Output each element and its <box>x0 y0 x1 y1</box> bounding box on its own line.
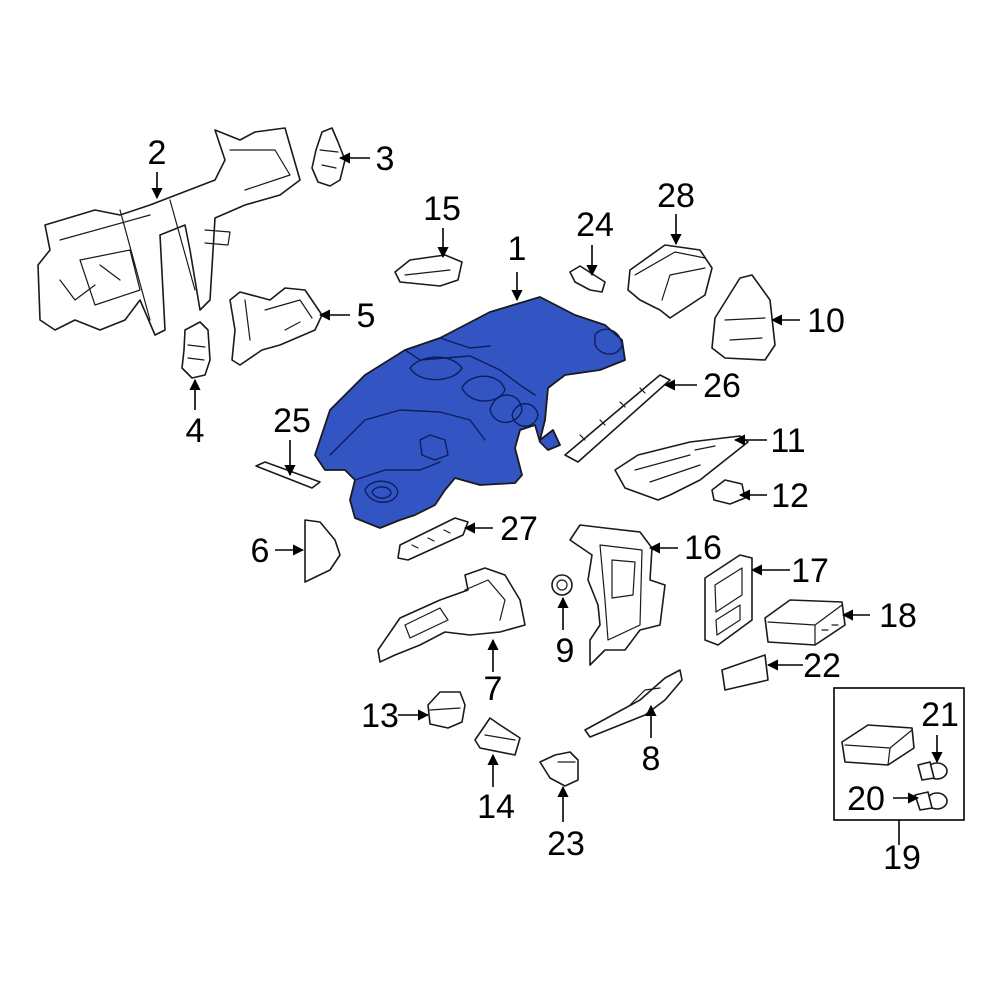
callout-12: 12 <box>771 477 809 515</box>
callout-28: 28 <box>657 177 695 215</box>
callout-11: 11 <box>770 422 805 460</box>
callout-22: 22 <box>803 647 841 685</box>
callout-7: 7 <box>484 670 503 708</box>
callout-10: 10 <box>807 302 845 340</box>
callout-14: 14 <box>477 788 515 826</box>
part-21-knob[interactable] <box>917 761 948 781</box>
part-2-crossmember[interactable] <box>37 127 301 336</box>
part-28-airbag[interactable] <box>627 244 713 319</box>
callout-21: 21 <box>921 696 959 734</box>
callout-4: 4 <box>186 412 205 450</box>
part-18-control-unit[interactable] <box>764 599 846 646</box>
part-16-center-frame[interactable] <box>569 524 666 666</box>
part-9-button[interactable] <box>551 574 573 596</box>
part-19-module[interactable] <box>841 724 915 766</box>
part-13-clip[interactable] <box>427 691 466 729</box>
callout-9: 9 <box>556 632 575 670</box>
part-25-strip[interactable] <box>255 461 321 489</box>
part-27-vent[interactable] <box>397 517 469 561</box>
part-8-trim[interactable] <box>584 669 683 738</box>
part-12-clip[interactable] <box>711 479 746 505</box>
part-24-bracket[interactable] <box>569 265 606 293</box>
callout-6: 6 <box>251 532 270 570</box>
part-23-connector[interactable] <box>539 751 579 787</box>
part-4-bracket[interactable] <box>181 321 211 379</box>
part-7-knee-panel[interactable] <box>377 567 526 663</box>
callout-15: 15 <box>423 190 461 228</box>
callout-18: 18 <box>879 597 917 635</box>
callout-13: 13 <box>361 697 399 735</box>
part-6-end-cap[interactable] <box>304 519 341 583</box>
part-22-plate[interactable] <box>721 654 769 691</box>
part-1-instrument-panel[interactable] <box>314 296 626 529</box>
part-17-bezel[interactable] <box>704 554 753 646</box>
callout-17: 17 <box>791 552 829 590</box>
callout-19: 19 <box>883 839 921 877</box>
callout-23: 23 <box>547 825 585 863</box>
part-5-cover[interactable] <box>229 287 323 366</box>
part-20-knob[interactable] <box>914 791 948 811</box>
leader-lines <box>151 152 943 845</box>
part-11-liner[interactable] <box>614 435 749 501</box>
callout-labels: 1 2 3 4 5 6 7 8 9 10 11 12 13 14 15 16 1… <box>148 134 959 877</box>
part-15-cover[interactable] <box>394 254 463 287</box>
callout-16: 16 <box>684 529 722 567</box>
part-10-bracket[interactable] <box>711 274 776 361</box>
part-14-switch[interactable] <box>474 717 521 756</box>
callout-5: 5 <box>357 297 376 335</box>
callout-20: 20 <box>847 780 885 818</box>
callout-24: 24 <box>576 206 614 244</box>
callout-26: 26 <box>703 367 741 405</box>
part-3-bracket[interactable] <box>311 127 346 187</box>
callout-1: 1 <box>508 230 527 268</box>
part-26-trim[interactable] <box>564 374 671 463</box>
callout-8: 8 <box>642 740 661 778</box>
callout-3: 3 <box>376 140 395 178</box>
callout-2: 2 <box>148 134 167 172</box>
callout-25: 25 <box>273 402 311 440</box>
callout-27: 27 <box>500 510 538 548</box>
